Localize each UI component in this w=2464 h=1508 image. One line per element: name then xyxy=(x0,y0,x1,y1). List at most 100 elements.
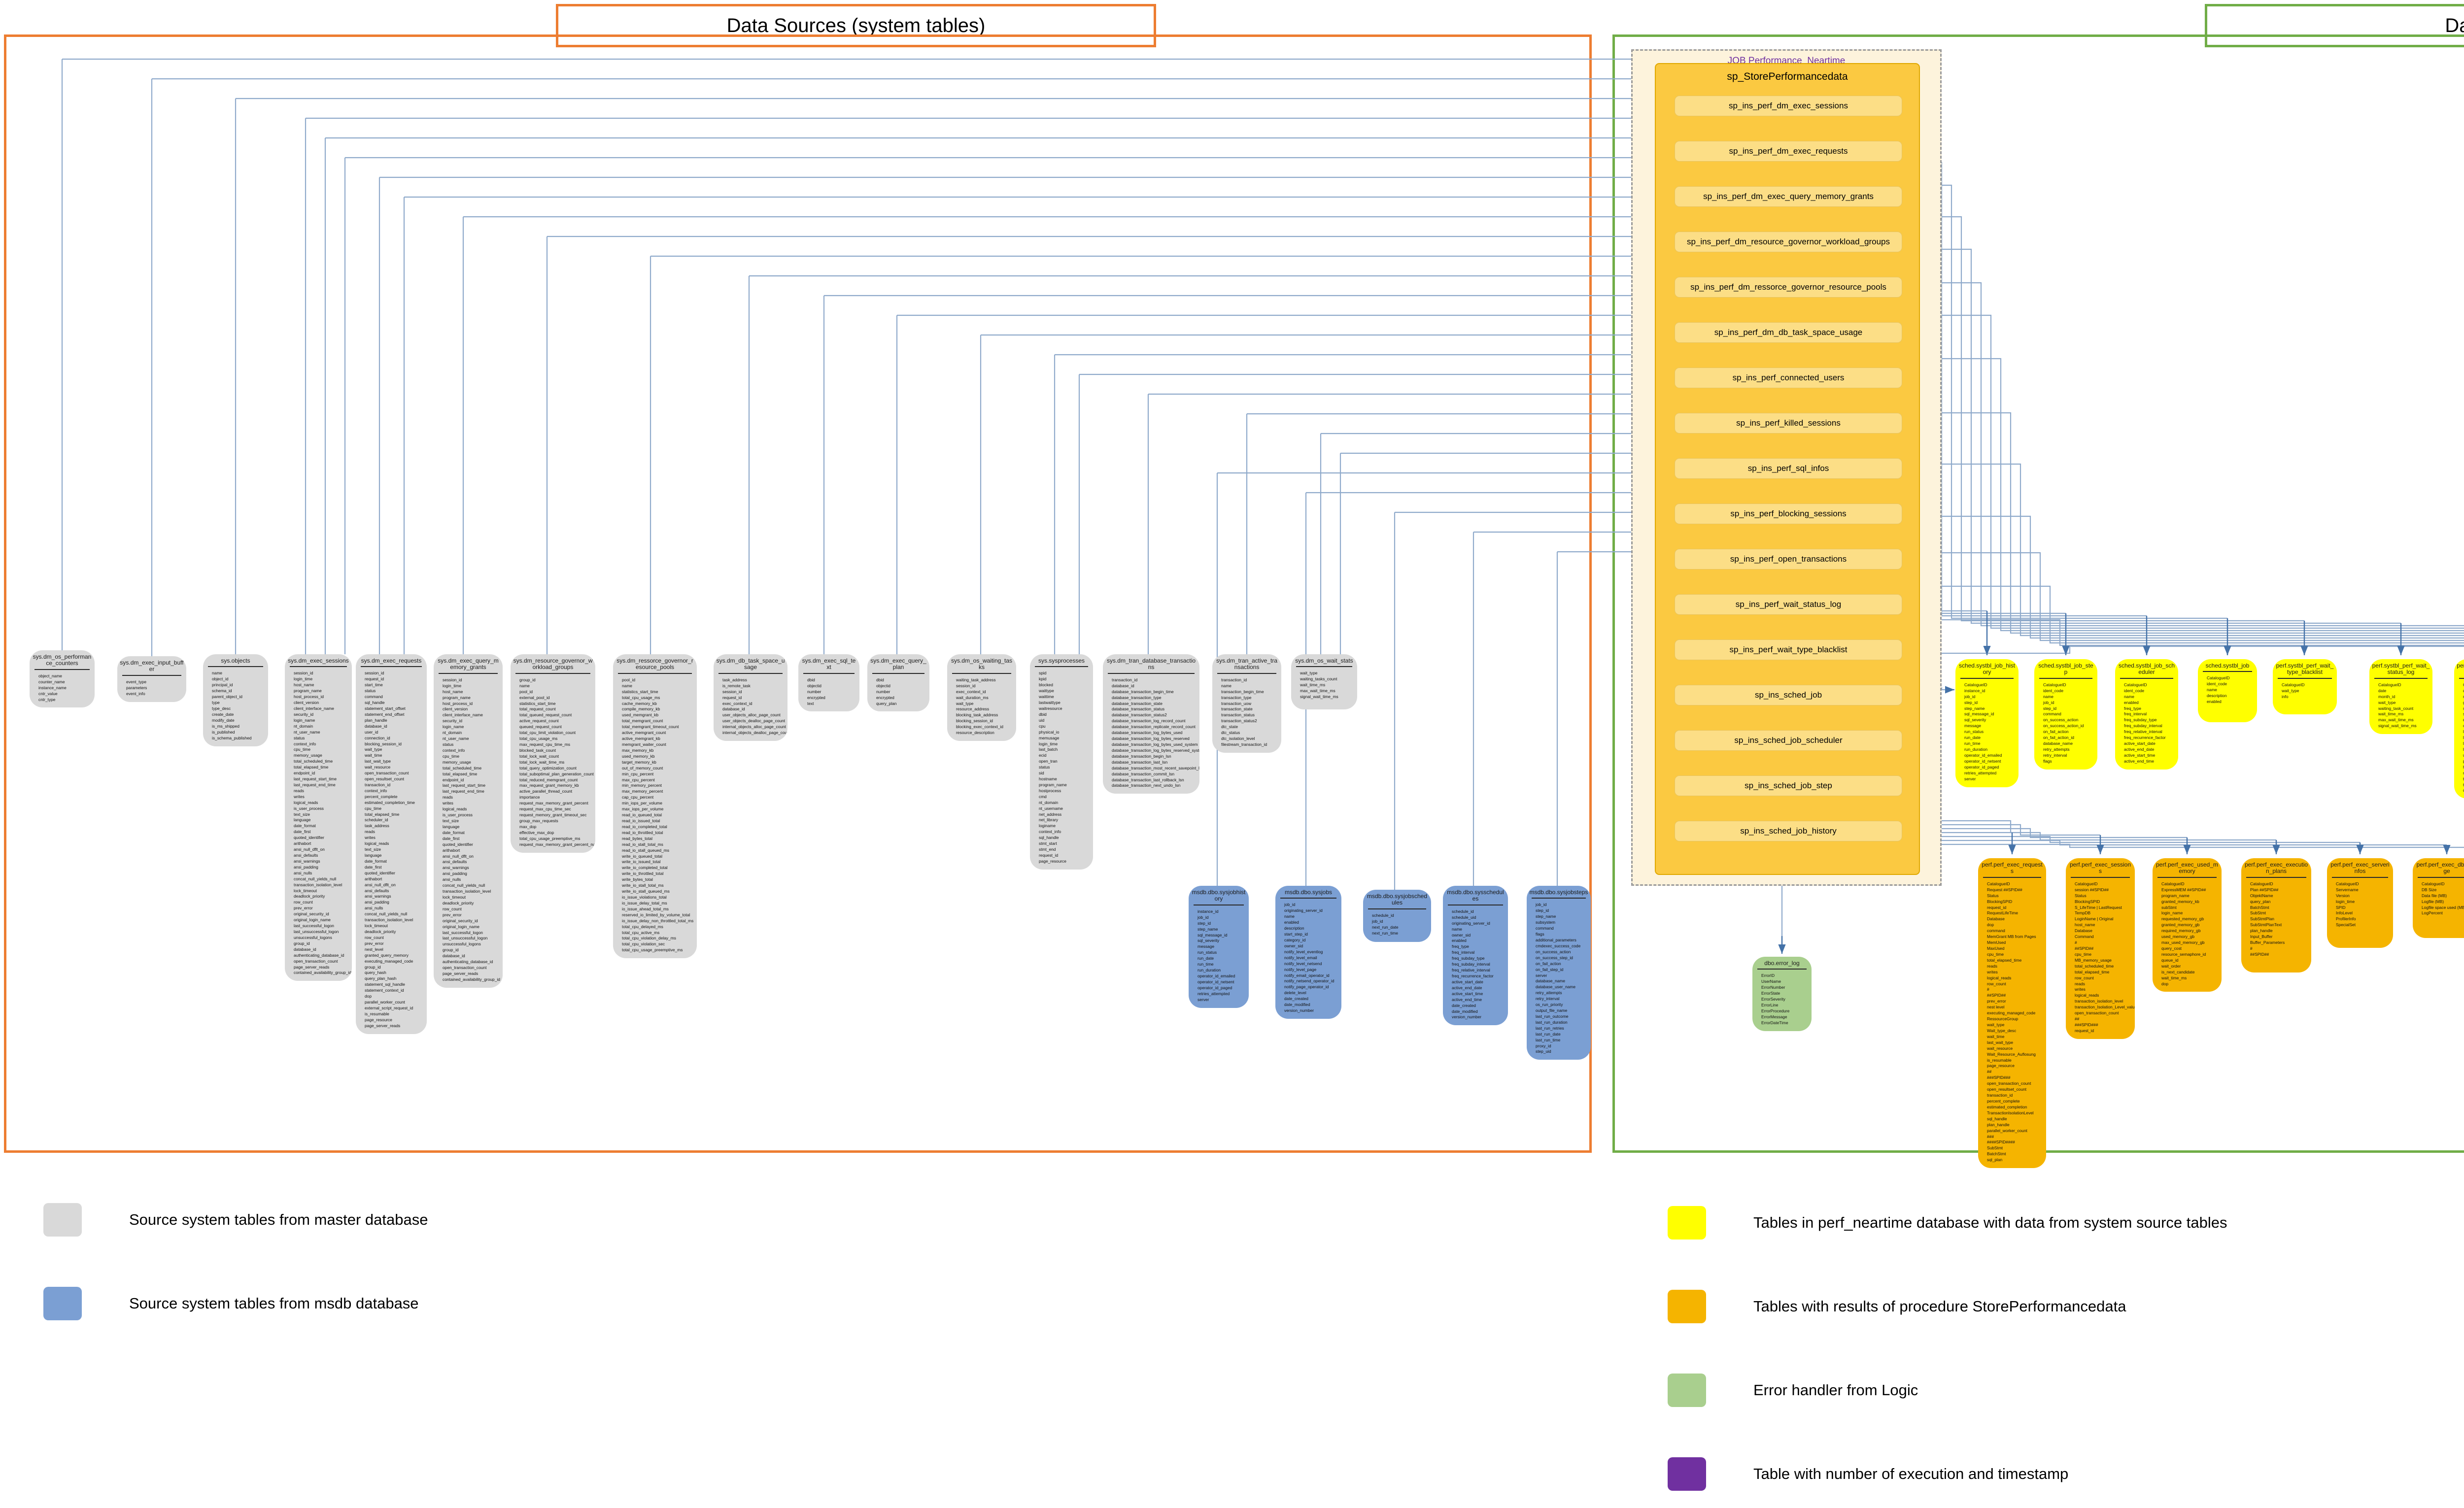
entity-table-name: sys.dm_os_waiting_tasks xyxy=(951,657,1013,671)
procedure-step-14[interactable]: sp_ins_sched_job_scheduler xyxy=(1675,730,1902,751)
entity-column: user_objects_dealloc_page_count xyxy=(722,718,786,724)
entity-column: nt_domain xyxy=(443,730,462,736)
entity-column: reads xyxy=(2075,981,2085,986)
procedure-step-4[interactable]: sp_ins_perf_dm_ressorce_governor_resourc… xyxy=(1675,277,1902,298)
entity-column: total_cpu_usage_ms xyxy=(519,736,558,741)
entity-column: total_cpu_violation_sec xyxy=(622,941,665,947)
entity-column: transaction_isolation_level xyxy=(2075,999,2123,1004)
entity-table-name: sched.systbl_job_scheduler xyxy=(2118,662,2175,676)
entity-column: write_bytes_total xyxy=(622,877,653,882)
entity-column: dbid xyxy=(876,677,884,682)
entity-column: transaction_id xyxy=(1112,677,1138,682)
procedure-step-2[interactable]: sp_ins_perf_dm_exec_query_memory_grants xyxy=(1675,186,1902,207)
entity-column: flags xyxy=(1536,932,1544,937)
entity-column: logical_reads xyxy=(2075,993,2099,998)
entity-column: freq_relative_interval xyxy=(1452,968,1490,973)
entity-column: contained_availability_group_id xyxy=(443,976,500,982)
entity-column: transaction_id xyxy=(1987,1093,2013,1098)
entity-column: reads xyxy=(294,788,304,793)
entity-column: sql_severity xyxy=(1198,938,1220,943)
entity-column: step_id xyxy=(1198,920,1211,926)
entity-column: version_number xyxy=(1284,1008,1314,1013)
entity-table[interactable]: perf.perf_exec_db_usageCatalogueIDDB Siz… xyxy=(2413,858,2464,938)
entity-table-divider xyxy=(34,669,90,670)
procedure-step-13[interactable]: sp_ins_sched_job xyxy=(1675,685,1902,705)
entity-table[interactable]: sys.dm_resource_governor_workload_groups… xyxy=(511,654,595,853)
entity-column: enabled xyxy=(1452,938,1467,943)
procedure-step-8[interactable]: sp_ins_perf_sql_infos xyxy=(1675,458,1902,479)
entity-column: ## xyxy=(2075,1016,2080,1022)
entity-column: row_count xyxy=(1987,981,2006,986)
procedure-step-1[interactable]: sp_ins_perf_dm_exec_requests xyxy=(1675,141,1902,162)
entity-column: flags xyxy=(2043,758,2052,764)
entity-column: step_id xyxy=(1536,908,1549,913)
procedure-step-12[interactable]: sp_ins_perf_wait_type_blacklist xyxy=(1675,639,1902,660)
entity-column: notify_level_page xyxy=(1284,967,1317,972)
entity-table-divider xyxy=(719,672,783,674)
legend-item-yellow: Tables in perf_neartime database with da… xyxy=(1668,1206,2227,1240)
procedure-step-10[interactable]: sp_ins_perf_open_transactions xyxy=(1675,549,1902,570)
entity-column: nt_domain xyxy=(1039,800,1059,805)
stored-procedure-box[interactable]: sp_StorePerformancedata sp_ins_perf_dm_e… xyxy=(1655,63,1920,875)
procedure-step-11[interactable]: sp_ins_perf_wait_status_log xyxy=(1675,594,1902,615)
entity-column: host_name xyxy=(294,682,314,688)
entity-column: group_id xyxy=(519,677,536,682)
entity-column: freq_relative_interval xyxy=(2124,729,2162,735)
entity-column: page_server_reads xyxy=(294,964,330,970)
procedure-step-3[interactable]: sp_ins_perf_dm_resource_governor_workloa… xyxy=(1675,232,1902,252)
entity-column: row_count xyxy=(2463,770,2464,775)
entity-column: blocking_session_id xyxy=(365,741,402,746)
entity-column: total_request_count xyxy=(519,706,556,712)
entity-column: on_success_action xyxy=(1536,949,1571,954)
entity-column: wait_type xyxy=(956,701,974,706)
procedure-step-5[interactable]: sp_ins_perf_dm_db_task_space_usage xyxy=(1675,322,1902,343)
entity-table[interactable]: perf.systbl_perf_open_transactionsCatalo… xyxy=(2454,659,2464,799)
procedure-step-9[interactable]: sp_ins_perf_blocking_sessions xyxy=(1675,503,1902,524)
procedure-step-0[interactable]: sp_ins_perf_dm_exec_sessions xyxy=(1675,96,1902,116)
entity-column: reads xyxy=(1987,963,1997,969)
procedure-step-7[interactable]: sp_ins_perf_killed_sessions xyxy=(1675,413,1902,434)
entity-column: Command xyxy=(2075,934,2094,939)
procedure-step-6[interactable]: sp_ins_perf_connected_users xyxy=(1675,368,1902,388)
procedure-step-16[interactable]: sp_ins_sched_job_history xyxy=(1675,821,1902,841)
procedure-step-15[interactable]: sp_ins_sched_job_step xyxy=(1675,775,1902,796)
entity-column: wait_time_ms xyxy=(2161,975,2187,980)
entity-column: total_cpu_usage_ms xyxy=(622,695,660,700)
entity-column: writes xyxy=(294,794,305,799)
entity-column: freq_subday_interval xyxy=(2124,723,2162,729)
